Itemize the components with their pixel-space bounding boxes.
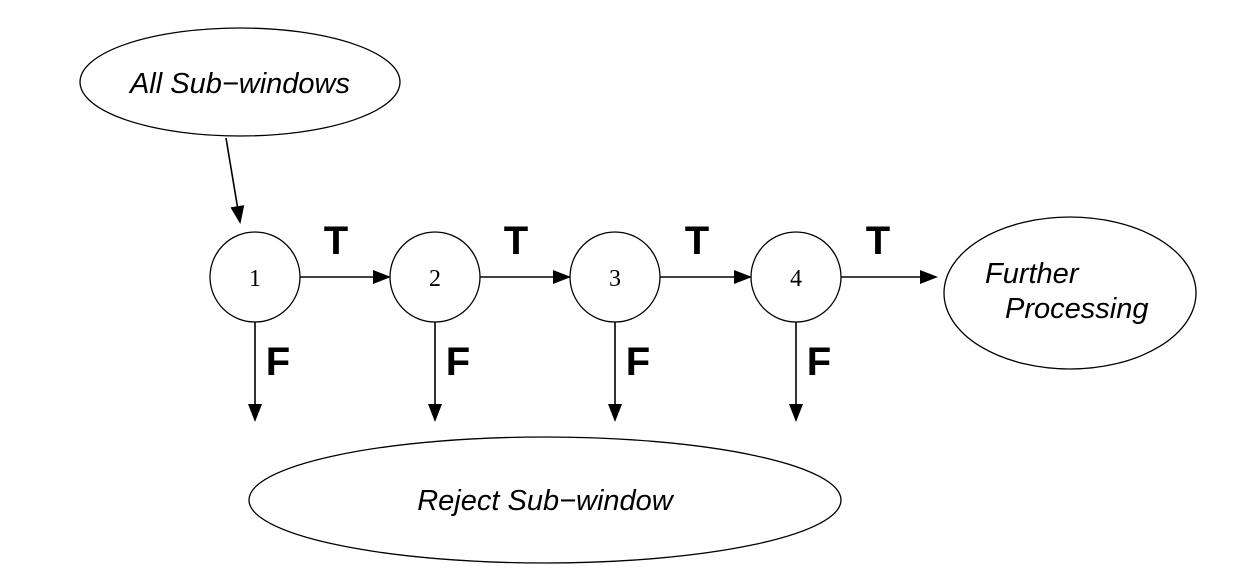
end-node-ellipse	[943, 216, 1197, 370]
reject-node: Reject Sub−window	[248, 436, 842, 564]
start-node-ellipse	[79, 27, 401, 137]
false-label-3: F	[626, 340, 650, 384]
true-label-2: T	[504, 219, 528, 263]
start-node-label: All Sub−windows	[128, 68, 350, 100]
true-label-1: T	[324, 219, 348, 263]
true-label-4: T	[866, 219, 890, 263]
false-label-4: F	[807, 340, 831, 384]
stage-2-label: 2	[429, 266, 441, 292]
entry-arrow	[225, 137, 245, 224]
false-label-2: F	[446, 340, 470, 384]
stage-1-label: 1	[249, 266, 261, 292]
start-node: All Sub−windows	[79, 27, 401, 137]
true-label-3: T	[685, 219, 709, 263]
end-node: Further Processing	[943, 216, 1197, 370]
stage-1: 1	[209, 231, 301, 323]
end-node-label-line1: Further	[985, 258, 1080, 290]
reject-node-ellipse	[248, 436, 842, 564]
stage-3: 3	[569, 231, 661, 323]
stage-3-label: 3	[609, 266, 621, 292]
reject-node-label: Reject Sub−window	[417, 485, 675, 517]
stage-2: 2	[389, 231, 481, 323]
false-label-1: F	[266, 340, 290, 384]
stage-4-label: 4	[790, 266, 802, 292]
end-node-label-line2: Processing	[1005, 293, 1148, 325]
stage-4: 4	[750, 231, 842, 323]
